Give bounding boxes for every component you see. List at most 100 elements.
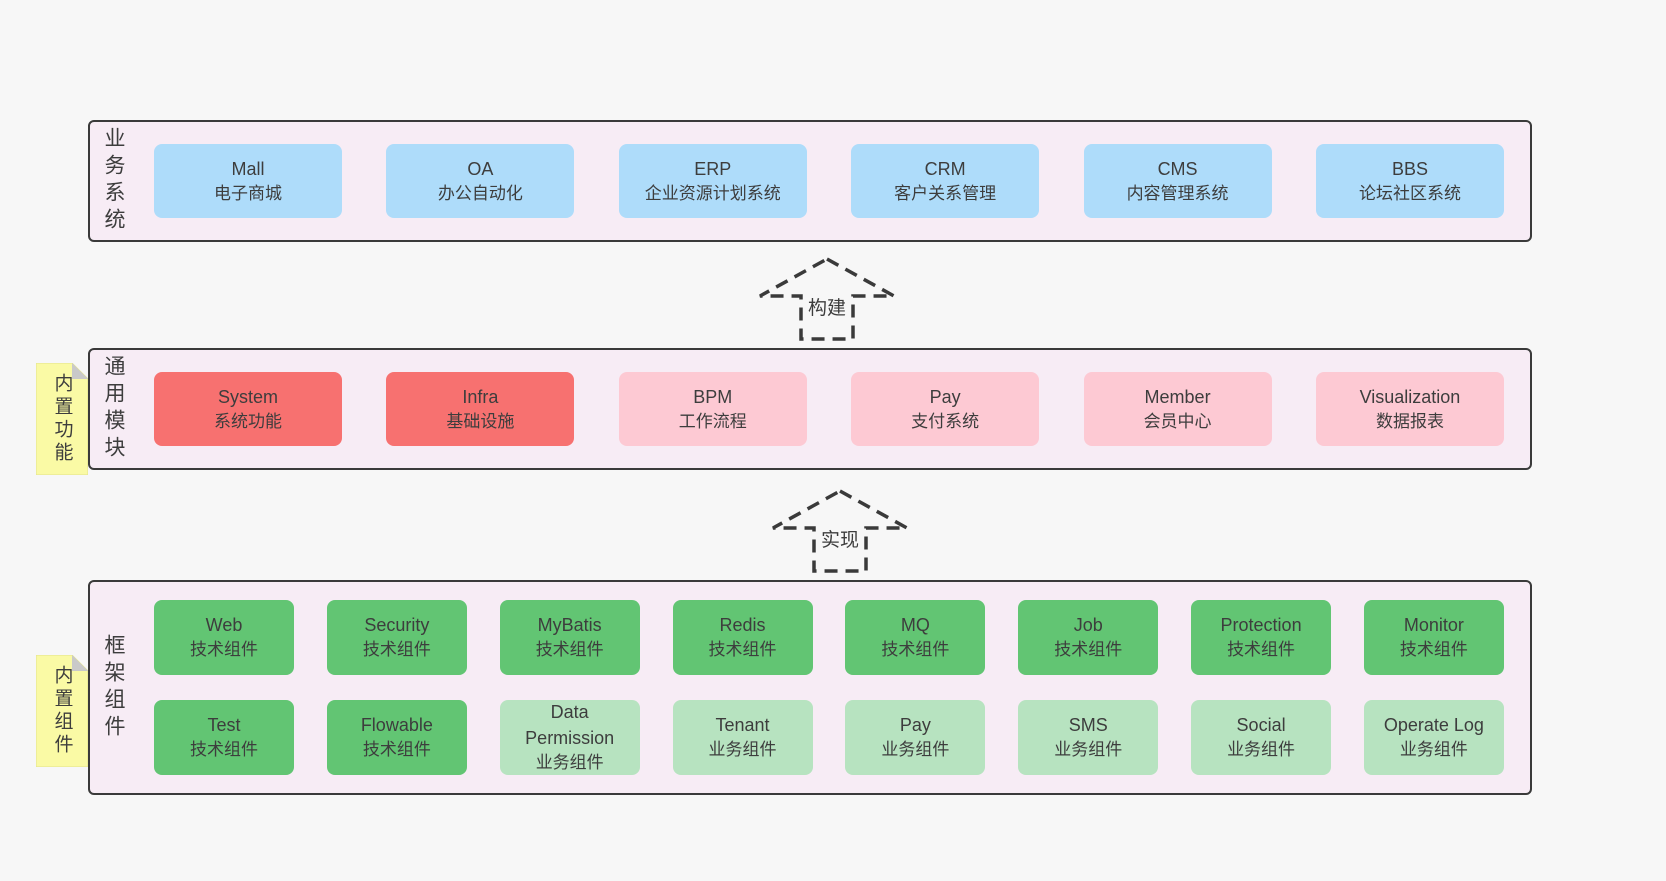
box-title: Web	[205, 615, 243, 636]
component-box-sms: SMS 业务组件	[1018, 700, 1159, 775]
box-subtitle: 技术组件	[708, 640, 777, 660]
box-title: Job	[1073, 615, 1103, 636]
box-title: Operate Log	[1383, 715, 1484, 736]
panel-business-label: 业务系统	[102, 127, 125, 235]
implement-arrow-label: 实现	[815, 524, 865, 553]
component-box-test: Test 技术组件	[154, 700, 294, 775]
box-title: System	[217, 386, 278, 407]
box-title: CRM	[924, 158, 966, 179]
sticky-features-label: 内置功能	[51, 373, 73, 465]
component-box-security: Security 技术组件	[326, 600, 467, 675]
box-subtitle: 系统功能	[214, 411, 282, 431]
component-box-social: Social 业务组件	[1191, 700, 1332, 775]
build-arrow: 构建	[757, 256, 897, 342]
box-title: CMS	[1157, 158, 1198, 179]
box-title: OA	[467, 158, 494, 179]
module-box-pay: Pay 支付系统	[851, 372, 1040, 446]
component-box-redis: Redis 技术组件	[672, 600, 813, 675]
module-box-visualization: Visualization 数据报表	[1315, 372, 1504, 446]
box-title: BBS	[1391, 158, 1428, 179]
box-subtitle: 支付系统	[911, 411, 980, 431]
box-subtitle: 技术组件	[1399, 640, 1468, 660]
component-box-mq: MQ 技术组件	[845, 600, 986, 675]
box-subtitle: 基础设施	[446, 411, 515, 431]
box-subtitle: 企业资源计划系统	[644, 183, 781, 203]
component-box-operate-log: Operate Log 业务组件	[1363, 700, 1504, 775]
modules-row: System 系统功能 Infra 基础设施 BPM 工作流程 Pay 支付系统…	[154, 372, 1504, 446]
box-title: Protection	[1220, 615, 1302, 636]
box-subtitle: 业务组件	[708, 740, 777, 760]
box-subtitle: 技术组件	[190, 640, 258, 660]
panel-business-systems: 业务系统 Mall 电子商城 OA 办公自动化 ERP 企业资源计划系统 CRM…	[88, 120, 1532, 242]
box-title: Redis	[719, 615, 766, 636]
box-title: Pay	[929, 386, 961, 407]
module-box-system: System 系统功能	[154, 372, 342, 446]
module-box-infra: Infra 基础设施	[386, 372, 575, 446]
box-subtitle: 业务组件	[1399, 740, 1468, 760]
panel-common-modules: 通用模块 System 系统功能 Infra 基础设施 BPM 工作流程 Pay…	[88, 348, 1532, 470]
module-box-mall: Mall 电子商城	[154, 144, 342, 218]
box-title: Visualization	[1359, 386, 1461, 407]
box-title: Social	[1236, 715, 1286, 736]
box-title: Member	[1144, 386, 1211, 407]
box-subtitle: 论坛社区系统	[1358, 183, 1461, 203]
sticky-components-label: 内置组件	[51, 665, 73, 757]
box-title: Security	[364, 615, 430, 636]
module-box-oa: OA 办公自动化	[386, 144, 575, 218]
business-row: Mall 电子商城 OA 办公自动化 ERP 企业资源计划系统 CRM 客户关系…	[154, 144, 1504, 218]
sticky-note-builtin-components: 内置组件	[36, 655, 88, 767]
box-subtitle: 业务组件	[1227, 740, 1296, 760]
component-box-mybatis: MyBatis 技术组件	[499, 600, 640, 675]
component-box-web: Web 技术组件	[154, 600, 294, 675]
box-subtitle: 内容管理系统	[1126, 183, 1229, 203]
panel-modules-content: System 系统功能 Infra 基础设施 BPM 工作流程 Pay 支付系统…	[124, 372, 1530, 446]
panel-framework-content: Web 技术组件 Security 技术组件 MyBatis 技术组件 Redi…	[124, 600, 1530, 775]
box-subtitle: 技术组件	[881, 640, 950, 660]
box-title: Tenant	[715, 715, 770, 736]
component-box-tenant: Tenant 业务组件	[672, 700, 813, 775]
component-box-job: Job 技术组件	[1018, 600, 1159, 675]
box-subtitle: 技术组件	[1054, 640, 1123, 660]
box-title: Infra	[462, 386, 499, 407]
box-title: Pay	[899, 715, 931, 736]
box-title: MQ	[900, 615, 930, 636]
box-title: Monitor	[1403, 615, 1464, 636]
panel-framework-components: 框架组件 Web 技术组件 Security 技术组件 MyBatis 技术组件…	[88, 580, 1532, 795]
box-title: MyBatis	[537, 615, 602, 636]
box-title: BPM	[693, 386, 733, 407]
framework-row-2: Test 技术组件 Flowable 技术组件 Data Permission …	[154, 700, 1504, 775]
module-box-bpm: BPM 工作流程	[618, 372, 807, 446]
module-box-bbs: BBS 论坛社区系统	[1315, 144, 1504, 218]
sticky-note-icon	[36, 655, 88, 767]
module-box-member: Member 会员中心	[1083, 372, 1272, 446]
panel-modules-label: 通用模块	[102, 355, 125, 463]
box-subtitle: 技术组件	[1227, 640, 1296, 660]
box-title: Flowable	[360, 715, 433, 736]
component-box-data-permission: Data Permission 业务组件	[499, 700, 640, 775]
component-box-monitor: Monitor 技术组件	[1363, 600, 1504, 675]
implement-arrow: 实现	[770, 488, 910, 574]
box-subtitle: 电子商城	[214, 183, 282, 203]
box-title: ERP	[694, 158, 732, 179]
framework-row-1: Web 技术组件 Security 技术组件 MyBatis 技术组件 Redi…	[154, 600, 1504, 675]
box-subtitle: 技术组件	[362, 740, 431, 760]
box-title: Test	[207, 715, 241, 736]
box-subtitle: 会员中心	[1143, 411, 1212, 431]
component-box-flowable: Flowable 技术组件	[326, 700, 467, 775]
box-subtitle: 业务组件	[881, 740, 950, 760]
module-box-cms: CMS 内容管理系统	[1083, 144, 1272, 218]
component-box-protection: Protection 技术组件	[1191, 600, 1332, 675]
build-arrow-label: 构建	[802, 292, 852, 321]
box-title: Mall	[231, 158, 265, 179]
module-box-crm: CRM 客户关系管理	[851, 144, 1040, 218]
box-subtitle: 客户关系管理	[894, 183, 997, 203]
box-subtitle: 数据报表	[1375, 411, 1444, 431]
box-subtitle: 技术组件	[190, 740, 258, 760]
box-subtitle: 工作流程	[678, 411, 747, 431]
sticky-note-builtin-features: 内置功能	[36, 363, 88, 475]
panel-framework-label: 框架组件	[102, 633, 125, 742]
box-subtitle: 技术组件	[362, 640, 431, 660]
box-subtitle: 技术组件	[535, 640, 604, 660]
component-box-pay-biz: Pay 业务组件	[845, 700, 986, 775]
